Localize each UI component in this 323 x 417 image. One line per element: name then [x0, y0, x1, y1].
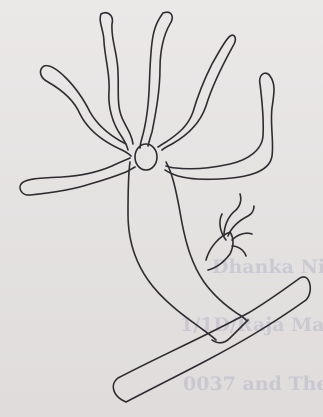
bud-tentacle — [228, 206, 254, 236]
bud-tentacle — [232, 246, 246, 256]
bud-tentacle — [232, 233, 252, 240]
tentacle — [140, 12, 172, 148]
tentacle — [158, 35, 235, 150]
bud-tentacle — [224, 194, 241, 236]
hypostome — [135, 144, 157, 170]
body-column — [128, 162, 246, 340]
tentacle — [165, 73, 274, 179]
tentacle — [20, 158, 135, 195]
bud — [206, 232, 233, 270]
